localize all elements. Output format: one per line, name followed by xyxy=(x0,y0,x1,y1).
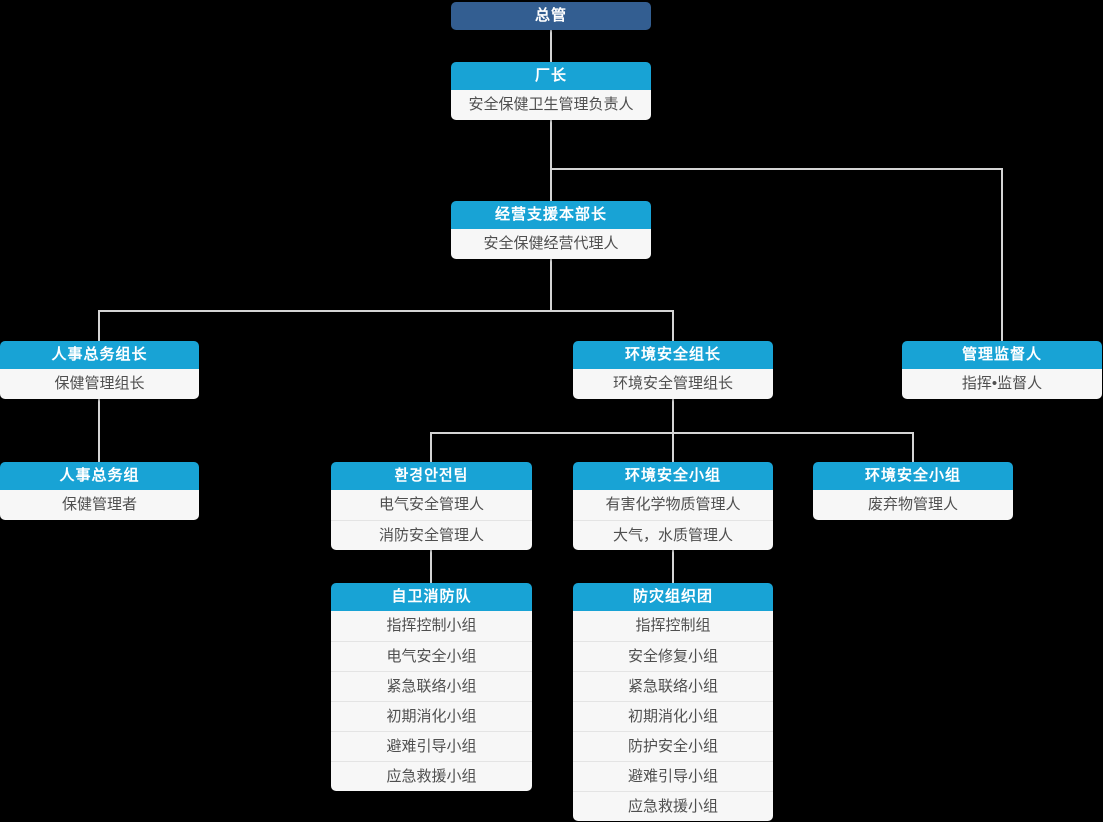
connector-line xyxy=(430,550,432,583)
connector-line xyxy=(672,399,674,432)
org-node-env-safety-team: 환경안전팀 电气安全管理人 消防安全管理人 xyxy=(331,462,532,550)
org-role: 避难引导小组 xyxy=(331,731,532,761)
org-role: 电气安全管理人 xyxy=(331,490,532,520)
org-role: 避难引导小组 xyxy=(573,761,773,791)
connector-line xyxy=(672,310,674,341)
org-node-env-safety-group-right: 环境安全小组 废弃物管理人 xyxy=(813,462,1013,520)
connector-line xyxy=(550,259,552,310)
org-role: 指挥•监督人 xyxy=(902,369,1102,399)
org-node-title: 环境安全小组 xyxy=(573,462,773,490)
org-node-mgmt-support-head: 经营支援本部长 安全保健经营代理人 xyxy=(451,201,651,259)
org-node-self-fire-brigade: 自卫消防队 指挥控制小组 电气安全小组 紧急联络小组 初期消化小组 避难引导小组… xyxy=(331,583,532,791)
org-node-title: 管理监督人 xyxy=(902,341,1102,369)
connector-line xyxy=(98,310,674,312)
connector-line xyxy=(550,30,552,62)
org-role: 紧急联络小组 xyxy=(331,671,532,701)
org-node-title: 自卫消防队 xyxy=(331,583,532,611)
org-role: 指挥控制小组 xyxy=(331,611,532,641)
org-role: 电气安全小组 xyxy=(331,641,532,671)
connector-line xyxy=(430,432,432,462)
connector-line xyxy=(550,168,1002,170)
org-role: 应急救援小组 xyxy=(573,791,773,821)
org-role: 保健管理组长 xyxy=(0,369,199,399)
org-node-factory-head: 厂长 安全保健卫生管理负责人 xyxy=(451,62,651,120)
org-node-title: 厂长 xyxy=(451,62,651,90)
connector-line xyxy=(912,432,914,462)
org-node-hr-general-team: 人事总务组 保健管理者 xyxy=(0,462,199,520)
org-node-env-safety-group-mid: 环境安全小组 有害化学物质管理人 大气，水质管理人 xyxy=(573,462,773,550)
org-role: 初期消化小组 xyxy=(573,701,773,731)
org-node-title: 환경안전팀 xyxy=(331,462,532,490)
org-role: 安全保健卫生管理负责人 xyxy=(451,90,651,120)
org-node-root: 总管 xyxy=(451,2,651,30)
connector-line xyxy=(98,399,100,462)
org-node-disaster-org-group: 防灾组织团 指挥控制组 安全修复小组 紧急联络小组 初期消化小组 防护安全小组 … xyxy=(573,583,773,821)
org-node-title: 经营支援本部长 xyxy=(451,201,651,229)
org-role: 紧急联络小组 xyxy=(573,671,773,701)
connector-line xyxy=(1001,168,1003,341)
org-role: 环境安全管理组长 xyxy=(573,369,773,399)
org-role: 指挥控制组 xyxy=(573,611,773,641)
org-role: 废弃物管理人 xyxy=(813,490,1013,520)
org-role: 有害化学物质管理人 xyxy=(573,490,773,520)
connector-line xyxy=(98,310,100,341)
org-role: 大气，水质管理人 xyxy=(573,520,773,550)
org-node-title: 防灾组织团 xyxy=(573,583,773,611)
org-role: 应急救援小组 xyxy=(331,761,532,791)
connector-line xyxy=(550,120,552,201)
org-node-title: 人事总务组 xyxy=(0,462,199,490)
org-node-title: 总管 xyxy=(451,2,651,30)
org-node-title: 人事总务组长 xyxy=(0,341,199,369)
org-role: 保健管理者 xyxy=(0,490,199,520)
org-node-hr-general-lead: 人事总务组长 保健管理组长 xyxy=(0,341,199,399)
org-node-env-safety-lead: 环境安全组长 环境安全管理组长 xyxy=(573,341,773,399)
org-node-title: 环境安全组长 xyxy=(573,341,773,369)
org-role: 初期消化小组 xyxy=(331,701,532,731)
org-role: 安全保健经营代理人 xyxy=(451,229,651,259)
org-role: 消防安全管理人 xyxy=(331,520,532,550)
org-role: 防护安全小组 xyxy=(573,731,773,761)
org-node-mgmt-supervisor: 管理监督人 指挥•监督人 xyxy=(902,341,1102,399)
connector-line xyxy=(672,432,674,462)
org-role: 安全修复小组 xyxy=(573,641,773,671)
connector-line xyxy=(672,550,674,583)
org-node-title: 环境安全小组 xyxy=(813,462,1013,490)
